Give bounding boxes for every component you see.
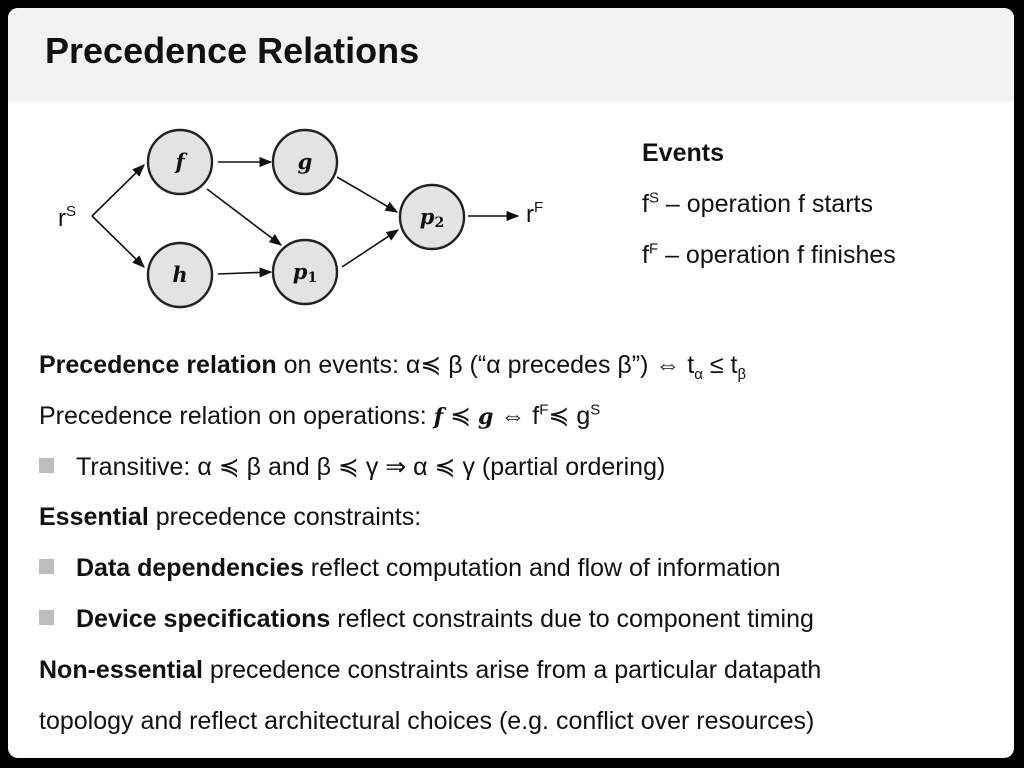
finish-event-label: rF bbox=[526, 199, 543, 228]
node-p2: p2 bbox=[398, 183, 466, 251]
precedence-events-line: Precedence relation on events: α≼ β (“α … bbox=[39, 351, 747, 383]
start-event-label: rS bbox=[58, 203, 76, 232]
svg-text:g: g bbox=[298, 149, 313, 174]
slide-title: Precedence Relations bbox=[45, 30, 420, 71]
event-item-start: fS – operation f starts bbox=[642, 189, 873, 218]
bullet-square-icon bbox=[39, 559, 54, 574]
precedence-graph: rS rF f g h p1 p2 bbox=[58, 128, 543, 309]
events-panel: Events fS – operation f starts fF – oper… bbox=[642, 128, 896, 281]
edge-f-p1 bbox=[206, 188, 283, 246]
bullet-device-specifications: Device specifications reflect constraint… bbox=[39, 605, 814, 634]
bullet-data-dependencies: Data dependencies reflect computation an… bbox=[39, 554, 781, 583]
bullet-square-icon bbox=[39, 610, 54, 625]
node-g: g bbox=[271, 128, 339, 196]
essential-constraints-line: Essential precedence constraints: bbox=[39, 503, 422, 531]
events-heading: Events bbox=[642, 139, 724, 167]
non-essential-line: Non-essential precedence constraints ari… bbox=[39, 656, 822, 684]
slide: Precedence Relations rS rF f bbox=[8, 8, 1014, 758]
edge-h-p1 bbox=[217, 267, 273, 278]
edge-p1-p2 bbox=[341, 229, 400, 268]
bullet-transitive: Transitive: α ≼ β and β ≼ γ ⇒ α ≼ γ (par… bbox=[39, 452, 665, 482]
node-f: f bbox=[146, 128, 214, 196]
node-p1: p1 bbox=[271, 238, 339, 306]
precedence-operations-line: Precedence relation on operations: f ≼ g… bbox=[39, 401, 601, 430]
svg-text:h: h bbox=[172, 262, 187, 287]
non-essential-continuation: topology and reflect architectural choic… bbox=[39, 707, 815, 735]
edge-rs-f bbox=[91, 164, 145, 217]
edge-g-p2 bbox=[336, 176, 399, 213]
svg-text:p1: p1 bbox=[293, 259, 317, 286]
title-bar: Precedence Relations bbox=[8, 8, 1014, 102]
svg-text:p2: p2 bbox=[420, 204, 444, 231]
edge-rs-h bbox=[91, 215, 145, 268]
event-item-finish: fF – operation f finishes bbox=[642, 240, 896, 269]
bullet-square-icon bbox=[39, 458, 54, 473]
node-h: h bbox=[146, 241, 214, 309]
